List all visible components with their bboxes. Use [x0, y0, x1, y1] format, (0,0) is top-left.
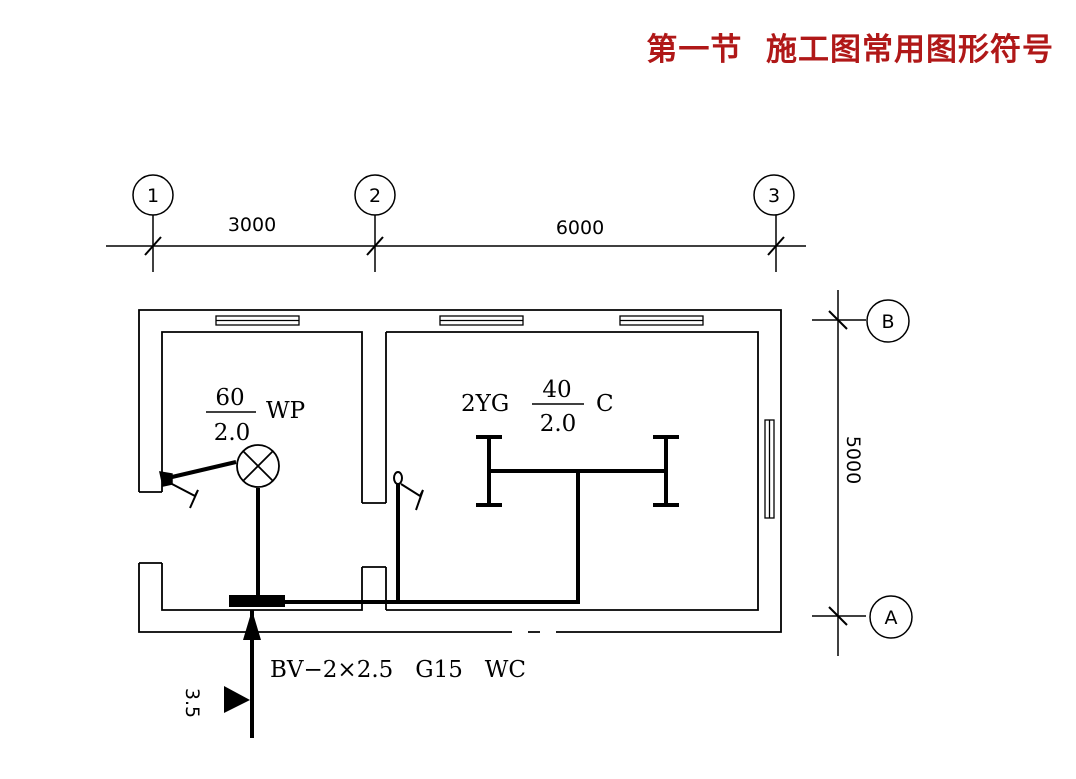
lamp-right-suffix: C — [596, 391, 614, 417]
pull-switch-icon — [393, 471, 424, 511]
switch-left-icon — [159, 460, 237, 509]
axis-bubble-3: 3 — [753, 174, 795, 216]
axis-bubble-2: 2 — [354, 174, 396, 216]
axis-label-1: 1 — [147, 185, 159, 207]
lamp-label-left: 60 2.0 WP — [206, 385, 305, 446]
waterproof-lamp-icon — [236, 444, 280, 488]
dimension-6000: 6000 — [556, 217, 604, 239]
lamp-right-denominator: 2.0 — [540, 411, 577, 437]
page-title: 第一节 施工图常用图形符号 — [646, 32, 1054, 68]
lamp-right-prefix: 2YG — [461, 391, 509, 417]
axis-bubble-A: A — [869, 595, 913, 639]
elevation-flag-icon — [224, 686, 250, 713]
walls — [138, 309, 782, 633]
incoming-arrow-icon — [243, 610, 261, 640]
elevation-value: 3.5 — [181, 688, 203, 718]
lamp-left-numerator: 60 — [215, 385, 244, 411]
axis-bubble-1: 1 — [132, 174, 174, 216]
axis-label-3: 3 — [768, 185, 780, 207]
wiring — [250, 469, 666, 738]
dimension-5000: 5000 — [842, 436, 864, 484]
right-dimension-line — [812, 290, 866, 656]
axis-label-A: A — [885, 607, 898, 629]
windows — [215, 315, 775, 519]
lamp-label-right: 2YG 40 2.0 C — [461, 377, 614, 437]
lamp-left-denominator: 2.0 — [214, 420, 251, 446]
dimension-3000: 3000 — [228, 214, 276, 236]
distribution-panel — [229, 595, 285, 607]
lamp-right-numerator: 40 — [542, 377, 571, 403]
top-dimension-line — [106, 215, 806, 272]
lamp-left-suffix: WP — [266, 398, 305, 424]
axis-label-B: B — [881, 311, 894, 333]
axis-label-2: 2 — [369, 185, 381, 207]
axis-bubble-B: B — [866, 299, 910, 343]
incoming-line-spec: BV−2×2.5 G15 WC — [270, 657, 526, 683]
